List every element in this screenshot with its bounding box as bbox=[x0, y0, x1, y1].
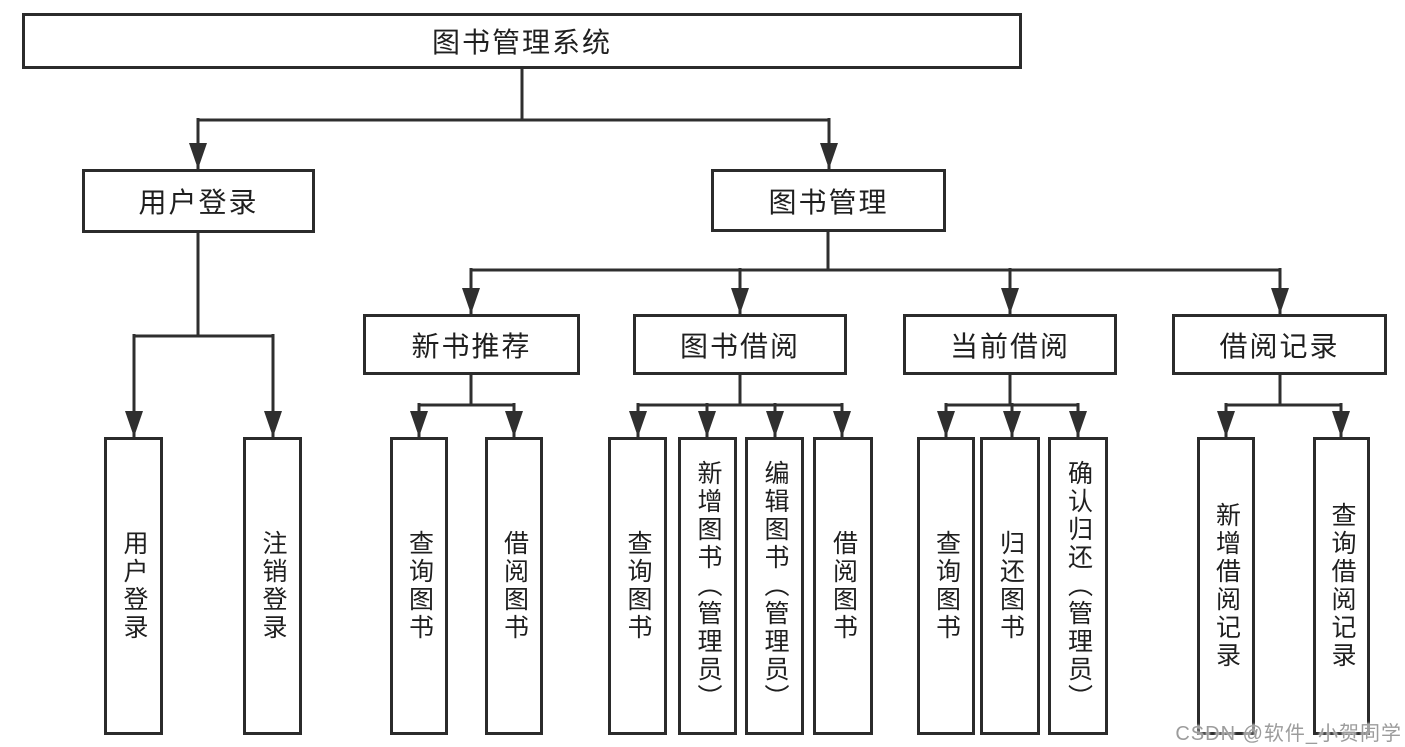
node-new-book-recommendation: 新书推荐 bbox=[363, 314, 580, 375]
node-book-management: 图书管理 bbox=[711, 169, 946, 232]
connector-book-borrow-children bbox=[629, 374, 851, 437]
node-borrowing-records: 借阅记录 bbox=[1172, 314, 1387, 375]
connector-new-book-children bbox=[410, 374, 523, 437]
leaf-logout: 注销登录 bbox=[243, 437, 302, 735]
node-current-borrowing: 当前借阅 bbox=[903, 314, 1117, 375]
connector-current-borrow-children bbox=[937, 374, 1087, 437]
leaf-query-books-borrow: 查询图书 bbox=[608, 437, 667, 735]
leaf-query-books-current: 查询图书 bbox=[917, 437, 975, 735]
connector-borrow-records-children bbox=[1217, 374, 1350, 437]
leaf-add-borrow-record: 新增借阅记录 bbox=[1197, 437, 1255, 735]
node-user-login: 用户登录 bbox=[82, 169, 315, 233]
leaf-confirm-return-admin: 确认归还（管理员） bbox=[1048, 437, 1108, 735]
node-library-system: 图书管理系统 bbox=[22, 13, 1022, 69]
csdn-watermark: CSDN @软件_小贺同学 bbox=[1175, 723, 1402, 745]
connector-book-management-children bbox=[462, 232, 1289, 314]
leaf-query-borrow-record: 查询借阅记录 bbox=[1313, 437, 1370, 735]
connector-root-to-branches bbox=[189, 68, 838, 169]
leaf-edit-books-admin: 编辑图书（管理员） bbox=[745, 437, 804, 735]
leaf-user-login: 用户登录 bbox=[104, 437, 163, 735]
leaf-return-books: 归还图书 bbox=[980, 437, 1040, 735]
node-book-borrowing: 图书借阅 bbox=[633, 314, 847, 375]
leaf-borrow-books: 借阅图书 bbox=[813, 437, 873, 735]
connector-user-login-children bbox=[125, 233, 282, 437]
leaf-add-books-admin: 新增图书（管理员） bbox=[678, 437, 737, 735]
leaf-borrow-books-recommend: 借阅图书 bbox=[485, 437, 543, 735]
leaf-query-books-recommend: 查询图书 bbox=[390, 437, 448, 735]
